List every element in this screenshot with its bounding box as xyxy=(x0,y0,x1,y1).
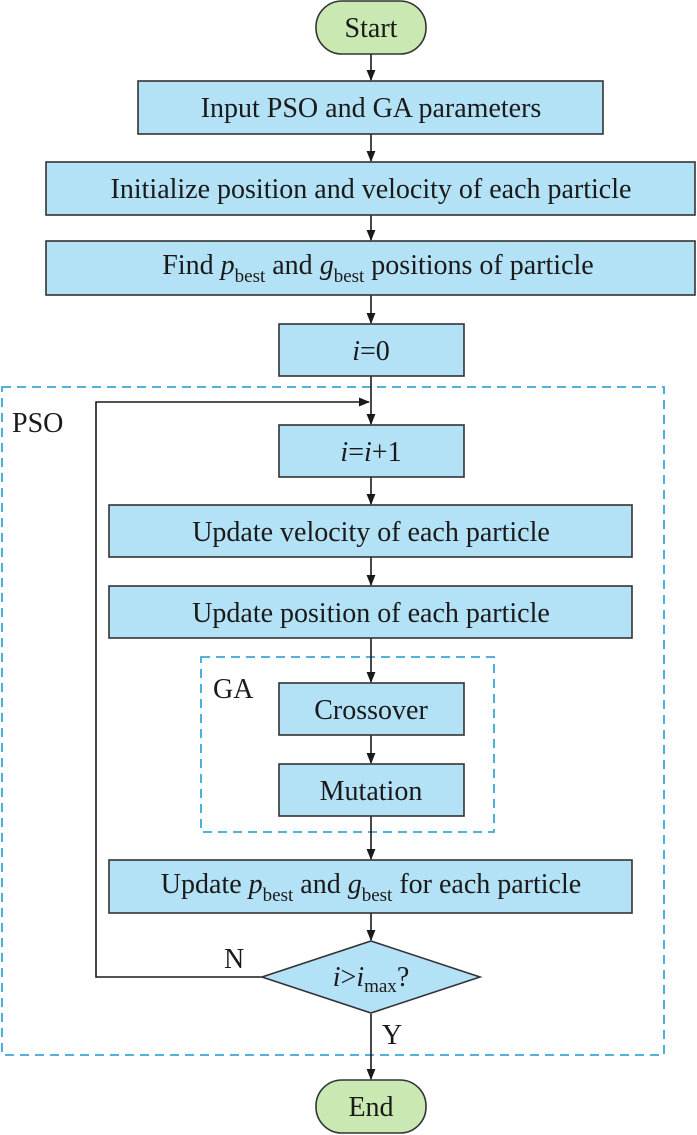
mutation-node: Mutation xyxy=(278,763,465,817)
start-node: Start xyxy=(315,0,427,55)
increment-label: i=i+1 xyxy=(340,437,401,468)
init-counter-node: i=0 xyxy=(278,323,465,377)
start-label: Start xyxy=(345,13,398,44)
init-label: Initialize position and velocity of each… xyxy=(111,174,632,205)
mutation-label: Mutation xyxy=(320,776,423,807)
crossover-label: Crossover xyxy=(314,695,428,726)
input-params-label: Input PSO and GA parameters xyxy=(201,93,542,124)
init-counter-label: i=0 xyxy=(352,336,390,367)
edge-label-yes: Y xyxy=(382,1020,402,1051)
end-node: End xyxy=(315,1079,427,1134)
increment-node: i=i+1 xyxy=(278,424,465,478)
find-best-label: Find pbest and gbest positions of partic… xyxy=(162,250,593,287)
ga-group-label: GA xyxy=(213,674,254,705)
update-position-label: Update position of each particle xyxy=(192,598,550,629)
iteration-check-node: i>imax? xyxy=(259,940,483,1014)
edge-loop-back xyxy=(95,397,371,978)
pso-group-box xyxy=(1,386,665,1056)
update-best-node: Update pbest and gbest for each particle xyxy=(108,859,633,914)
iteration-check-label: i>imax? xyxy=(333,962,410,997)
input-params-node: Input PSO and GA parameters xyxy=(137,80,604,135)
crossover-node: Crossover xyxy=(278,682,465,736)
edge-label-no: N xyxy=(224,944,244,975)
end-label: End xyxy=(348,1092,393,1123)
update-best-label: Update pbest and gbest for each particle xyxy=(161,869,581,906)
update-velocity-node: Update velocity of each particle xyxy=(108,504,633,558)
find-best-node: Find pbest and gbest positions of partic… xyxy=(45,240,696,296)
update-position-node: Update position of each particle xyxy=(108,585,633,639)
pso-group-label: PSO xyxy=(12,408,63,439)
init-node: Initialize position and velocity of each… xyxy=(45,161,696,216)
ga-group-box xyxy=(200,656,495,833)
update-velocity-label: Update velocity of each particle xyxy=(192,517,550,548)
